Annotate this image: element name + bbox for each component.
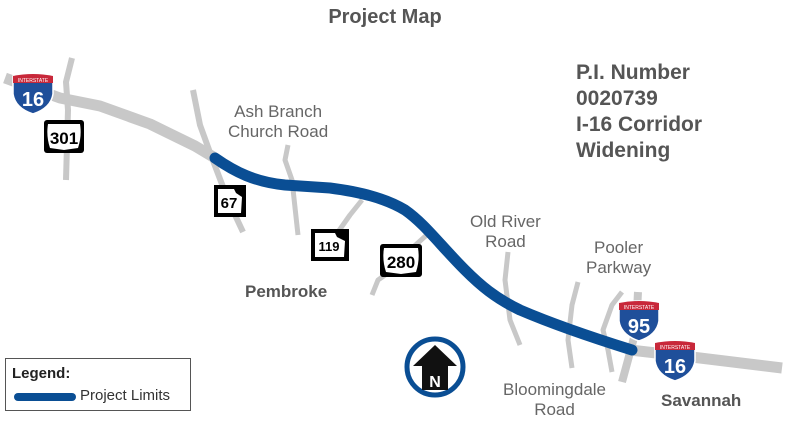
project-name-line1: I-16 Corridor [576, 113, 703, 136]
svg-text:119: 119 [319, 239, 340, 254]
project-name-line2: Widening [576, 139, 671, 162]
road-local-1 [282, 144, 301, 236]
svg-text:INTERSTATE: INTERSTATE [660, 345, 691, 351]
road-pooler [565, 281, 581, 369]
project-limits-route [209, 152, 638, 356]
svg-text:301: 301 [50, 129, 78, 148]
label-bloomingdale-road: Bloomingdale Road [503, 380, 607, 419]
label-pooler-parkway: Pooler Parkway [586, 238, 652, 277]
shield-sr67: 67 [214, 185, 246, 217]
map-title: Project Map [328, 6, 442, 28]
shield-i16-east: INTERSTATE 16 [654, 340, 696, 382]
shield-us280: 280 [380, 244, 422, 277]
project-info: P.I. Number 0020739 I-16 Corridor Wideni… [576, 60, 702, 164]
svg-text:N: N [429, 374, 441, 391]
svg-text:280: 280 [387, 253, 415, 272]
legend-heading: Legend: [12, 365, 71, 382]
road-i16-east [629, 344, 783, 374]
pi-number: 0020739 [576, 87, 658, 110]
label-ash-branch-church-road: Ash Branch Church Road [228, 102, 329, 141]
shield-sr119: 119 [311, 229, 349, 261]
svg-text:INTERSTATE: INTERSTATE [624, 305, 655, 311]
label-pembroke: Pembroke [245, 282, 328, 301]
svg-text:16: 16 [664, 356, 686, 378]
shield-i16-west: INTERSTATE 16 [12, 73, 54, 115]
legend: Legend: Project Limits [5, 358, 191, 411]
shield-i95: INTERSTATE 95 [618, 300, 660, 342]
road-local-3 [600, 290, 624, 373]
north-arrow-icon: N [404, 336, 466, 398]
svg-text:67: 67 [221, 195, 238, 212]
road-local-2 [335, 198, 364, 234]
svg-text:16: 16 [22, 89, 44, 111]
label-old-river-road: Old River Road [470, 212, 541, 251]
svg-text:INTERSTATE: INTERSTATE [18, 78, 49, 84]
svg-text:95: 95 [628, 316, 650, 338]
label-savannah: Savannah [661, 391, 742, 410]
legend-project-limits-label: Project Limits [80, 387, 171, 404]
shield-us301: 301 [44, 120, 84, 153]
pi-number-label: P.I. Number [576, 61, 690, 84]
legend-project-limits-swatch [14, 393, 76, 401]
road-us301 [63, 57, 75, 181]
